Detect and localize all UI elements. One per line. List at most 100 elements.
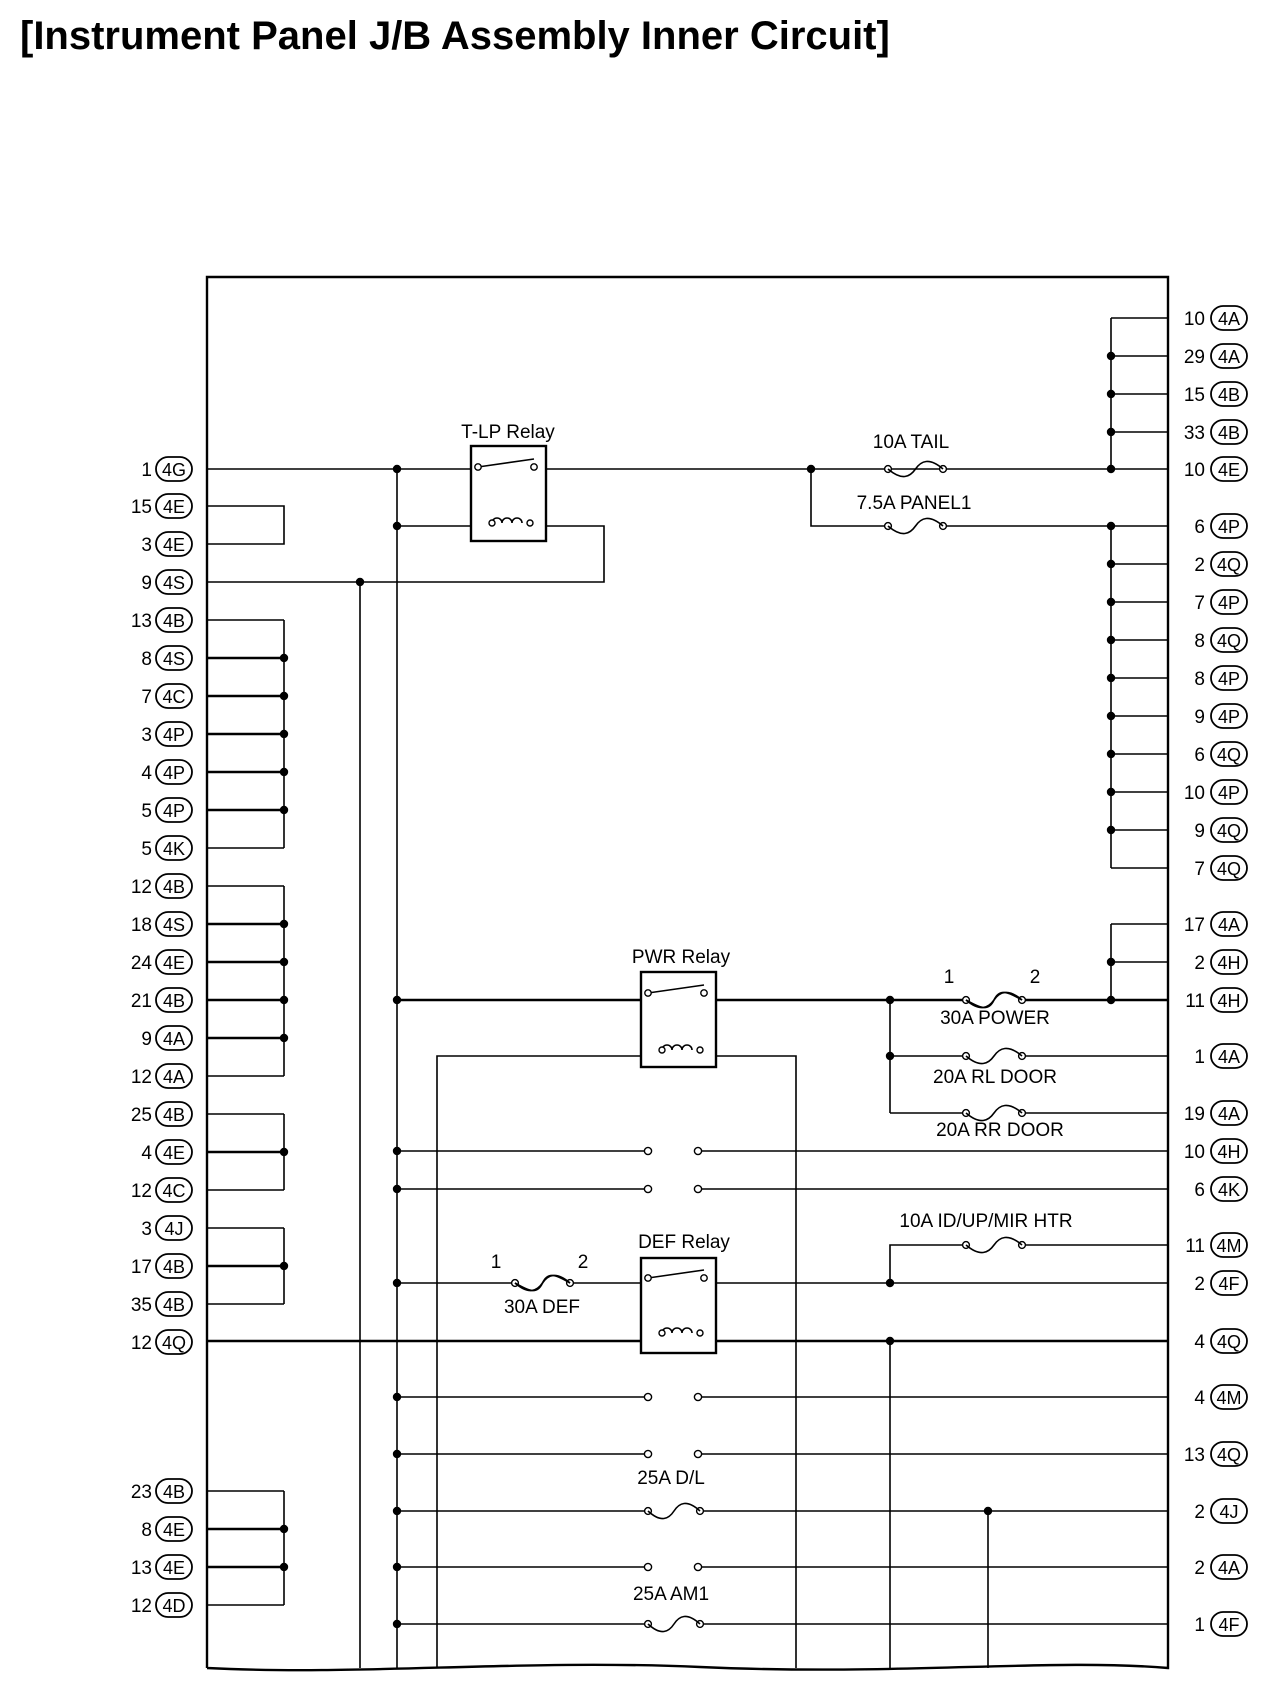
connector-id: 4P (163, 725, 185, 745)
connector-oval (155, 1329, 193, 1355)
connector-oval (1210, 305, 1248, 331)
fuse-label-panel1: 7.5A PANEL1 (857, 493, 972, 514)
connector-id: 4E (163, 953, 185, 973)
connector-oval (1210, 779, 1248, 805)
connector-oval (155, 1253, 193, 1279)
connector-id: 4C (162, 1181, 185, 1201)
terminal-pin-number: 9 (141, 1029, 152, 1050)
terminal-pin-number: 6 (1194, 745, 1205, 766)
fuse-label-am1: 25A AM1 (633, 1584, 709, 1605)
connector-oval (155, 531, 193, 557)
connector-oval (1210, 1328, 1248, 1354)
terminal-pin-number: 10 (1184, 309, 1205, 330)
connector-id: 4C (162, 687, 185, 707)
connector-oval (1210, 665, 1248, 691)
connector-id: 4E (163, 1143, 185, 1163)
connector-id: 4B (1218, 385, 1240, 405)
terminal-pin-number: 11 (1185, 991, 1205, 1012)
connector-id: 4Q (1217, 631, 1241, 651)
connector-oval (1210, 551, 1248, 577)
terminal-pin-number: 25 (131, 1105, 152, 1126)
connector-oval (155, 1478, 193, 1504)
terminal-right-23: 2 4F (1194, 1270, 1248, 1296)
connector-id: 4H (1217, 953, 1240, 973)
connector-id: 4B (1218, 423, 1240, 443)
connector-id: 4A (1218, 1104, 1240, 1124)
connector-id: 4B (163, 877, 185, 897)
terminal-pin-number: 19 (1184, 1104, 1205, 1125)
connector-oval (1210, 1498, 1248, 1524)
connector-id: 4A (1218, 1558, 1240, 1578)
connector-id: 4Q (1217, 859, 1241, 879)
connector-oval (155, 645, 193, 671)
connector-oval (1210, 1100, 1248, 1126)
connector-oval (1210, 1176, 1248, 1202)
connector-oval (155, 1139, 193, 1165)
fuses (510, 460, 1027, 1633)
terminal-pin-number: 2 (1194, 1502, 1205, 1523)
terminal-pin-number: 2 (1194, 1274, 1205, 1295)
terminal-pin-number: 17 (131, 1257, 152, 1278)
connector-oval (1210, 456, 1248, 482)
connector-oval (1210, 513, 1248, 539)
terminal-pin-number: 10 (1184, 1142, 1205, 1163)
connector-oval (155, 1101, 193, 1127)
connector-id: 4P (163, 763, 185, 783)
terminal-pin-number: 3 (141, 535, 152, 556)
terminal-pin-number: 4 (1194, 1332, 1205, 1353)
terminal-pin-number: 9 (1194, 821, 1205, 842)
fuse-label-power: 30A POWER (940, 1008, 1050, 1029)
connector-oval (155, 911, 193, 937)
fuse-label-id-up-mir-htr: 10A ID/UP/MIR HTR (899, 1211, 1072, 1232)
terminal-left-17: 25 4B (131, 1101, 193, 1127)
connector-oval (1210, 1441, 1248, 1467)
connector-oval (155, 835, 193, 861)
connector-id: 4K (163, 839, 185, 859)
terminal-pin-number: 12 (131, 1333, 152, 1354)
connector-id: 4A (1218, 347, 1240, 367)
connector-oval (1210, 855, 1248, 881)
terminal-pin-number: 9 (141, 573, 152, 594)
connector-id: 4D (162, 1596, 185, 1616)
connector-id: 4Q (1217, 1445, 1241, 1465)
terminal-pin-number: 2 (1194, 555, 1205, 576)
connector-oval (155, 456, 193, 482)
terminal-pin-number: 3 (141, 1219, 152, 1240)
connector-oval (155, 1025, 193, 1051)
fuse-tail (883, 460, 948, 478)
terminal-pin-number: 21 (131, 991, 152, 1012)
fuse-label-rl-door: 20A RL DOOR (933, 1067, 1057, 1088)
terminal-pin-number: 8 (141, 649, 152, 670)
connector-id: 4B (163, 1105, 185, 1125)
connector-oval (1210, 589, 1248, 615)
terminal-pin-number: 15 (131, 497, 152, 518)
junction-block-frame (205, 275, 1170, 1672)
terminal-pin-number: 8 (1194, 631, 1205, 652)
connector-id: 4P (1218, 593, 1240, 613)
terminal-pin-number: 23 (131, 1482, 152, 1503)
connector-id: 4F (1218, 1274, 1239, 1294)
terminal-pin-number: 12 (131, 1596, 152, 1617)
terminal-pin-number: 2 (1194, 953, 1205, 974)
connector-id: 4J (164, 1219, 183, 1239)
